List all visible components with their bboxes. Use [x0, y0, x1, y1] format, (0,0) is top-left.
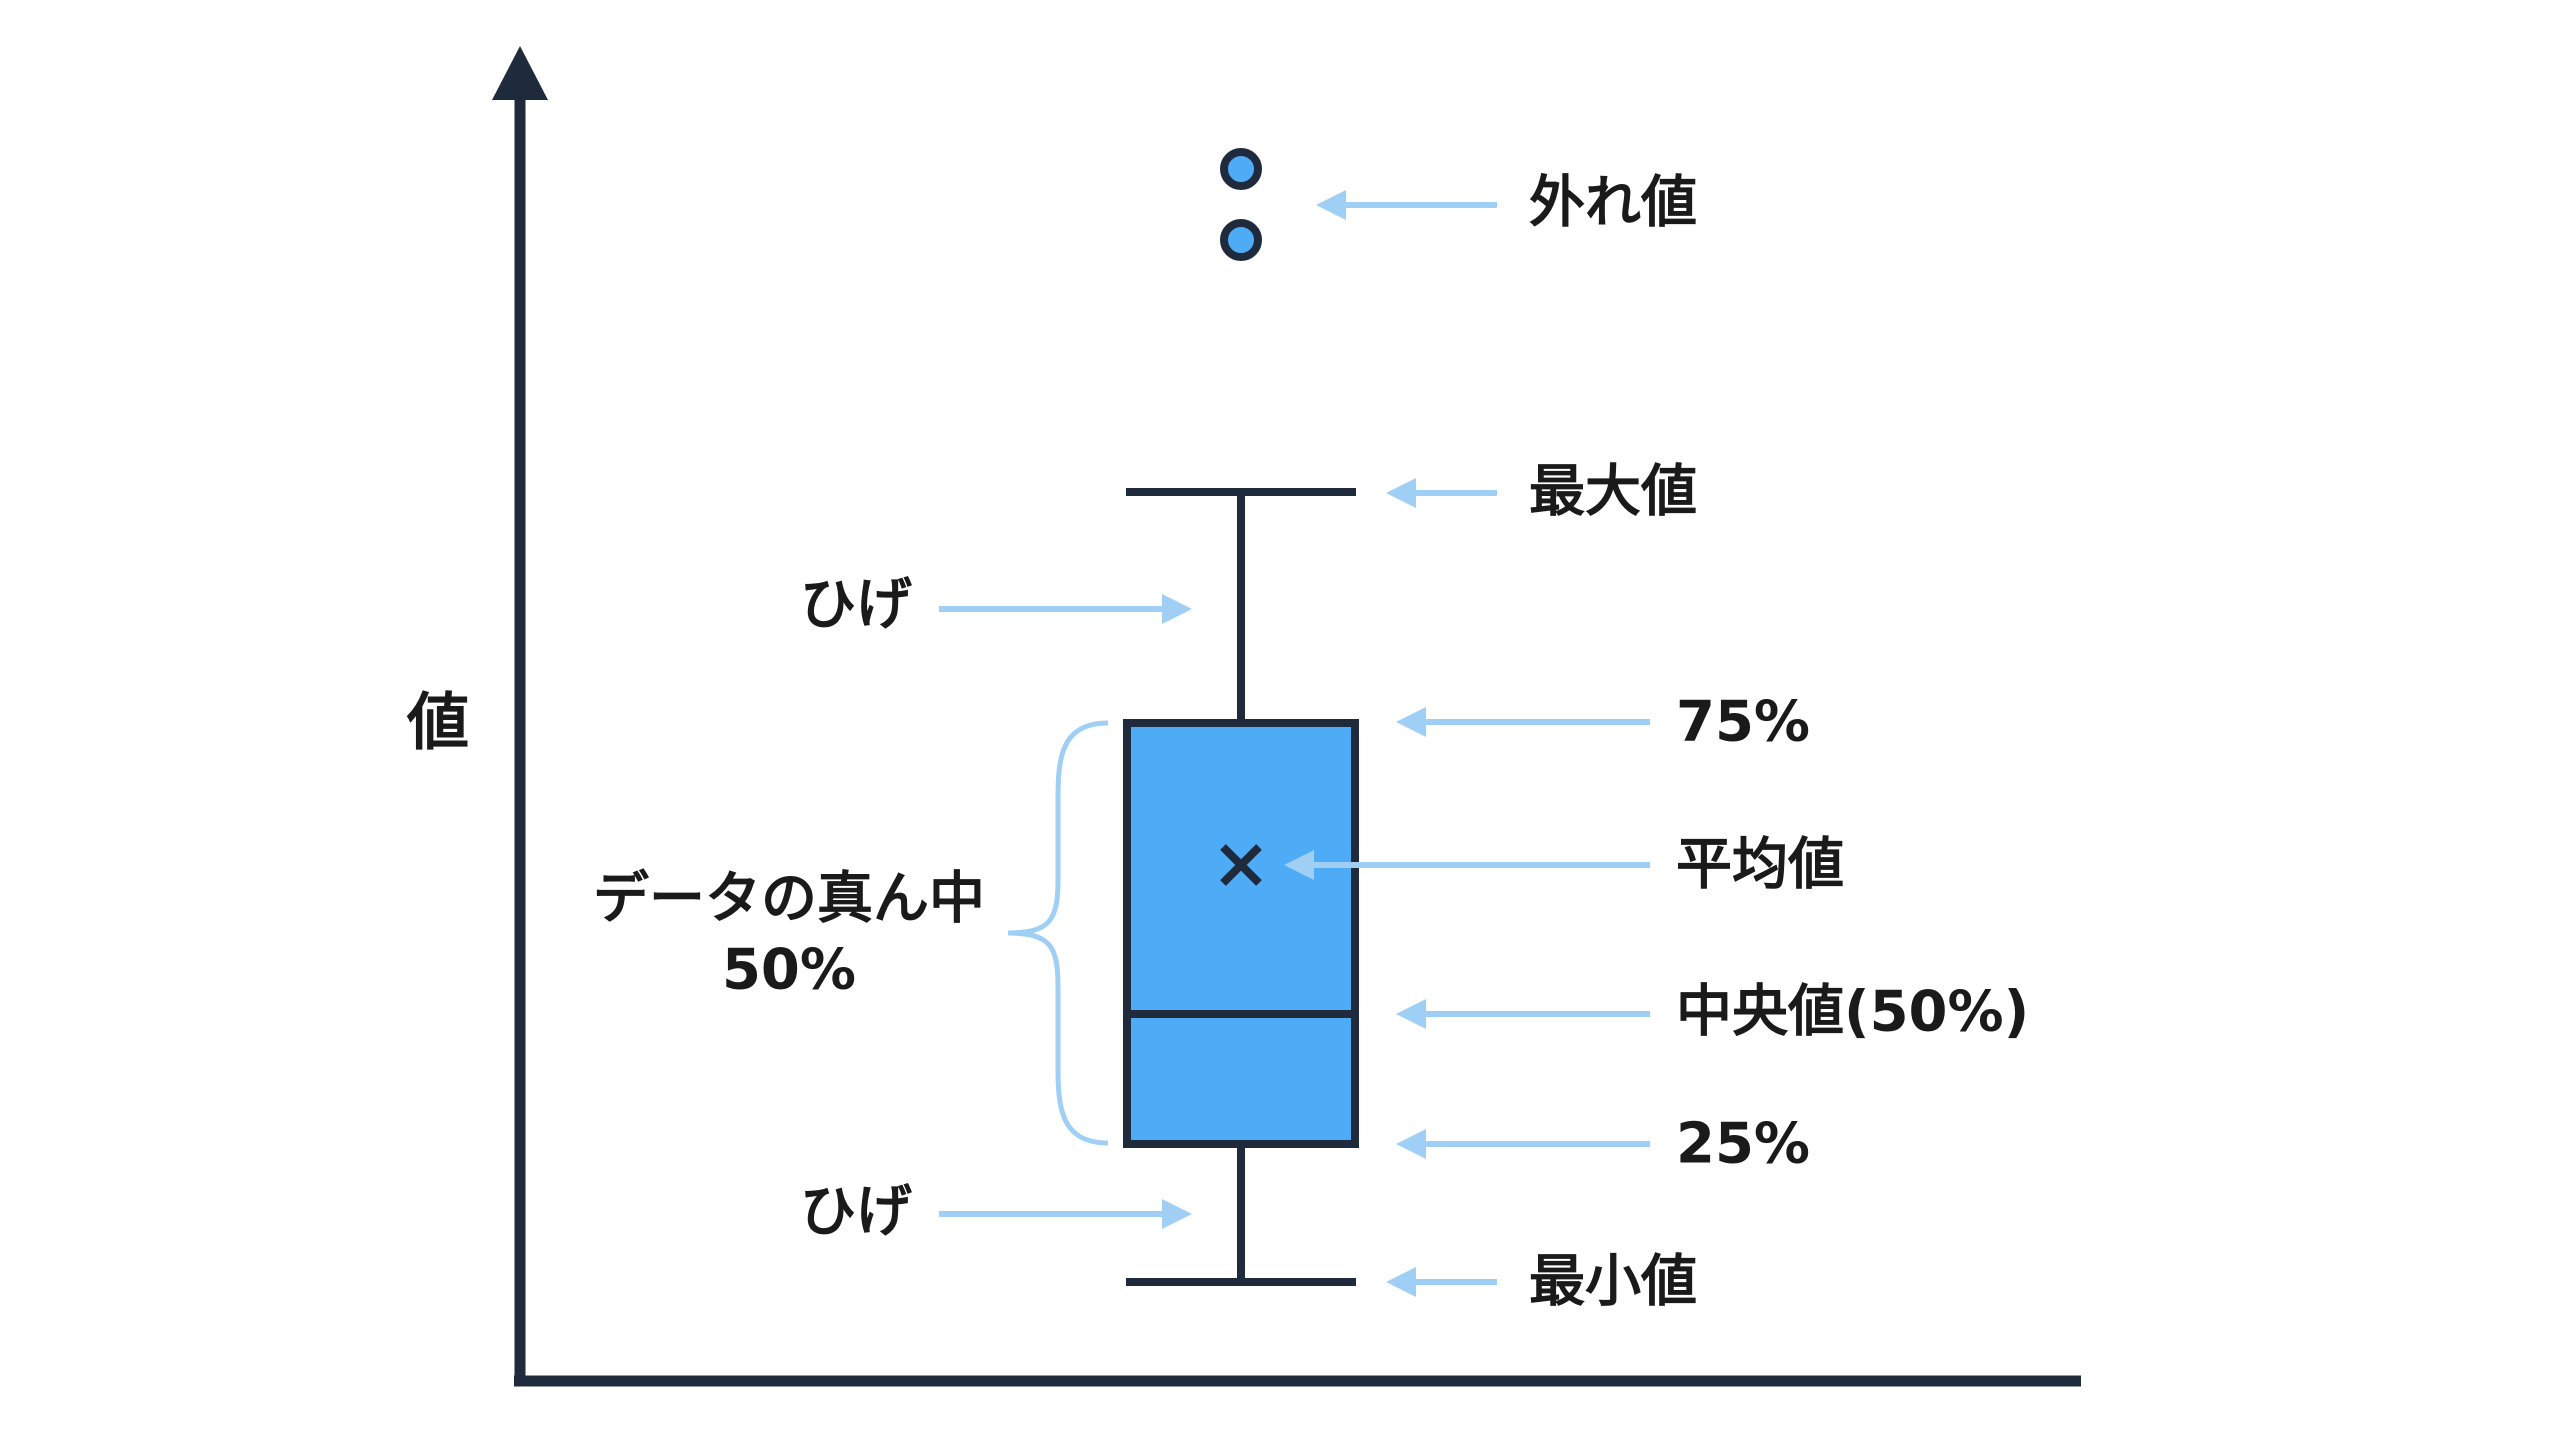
outlier-label: 外れ値: [1529, 171, 1697, 236]
q1-arrow: [1396, 1129, 1650, 1159]
mean-label: 平均値: [1676, 833, 1844, 898]
iqr-box: [1123, 719, 1359, 1148]
middle-50-label-line1: データの真ん中: [593, 867, 985, 932]
mean-marker-icon: [1220, 844, 1262, 886]
upper-whisker-arrow: [939, 594, 1192, 624]
min-arrow: [1386, 1267, 1497, 1297]
middle-50-brace: [1007, 720, 1109, 1146]
q3-arrow: [1396, 707, 1650, 737]
middle-50-label-line2: 50%: [722, 938, 856, 1003]
min-label: 最小値: [1529, 1250, 1697, 1315]
q1-label: 25%: [1676, 1112, 1810, 1177]
lower-whisker-label: ひげ: [800, 1180, 912, 1245]
outlier-arrow: [1316, 190, 1497, 220]
outlier-point: [1220, 219, 1262, 261]
median-label: 中央値(50%): [1676, 980, 2029, 1045]
max-arrow: [1386, 478, 1497, 508]
y-axis-label: 値: [406, 686, 469, 759]
outlier-point: [1220, 148, 1262, 190]
q3-label: 75%: [1676, 690, 1810, 755]
max-label: 最大値: [1529, 460, 1697, 525]
mean-arrow: [1284, 850, 1650, 880]
y-axis-arrow-icon: [492, 46, 548, 100]
median-arrow: [1396, 999, 1650, 1029]
upper-whisker-label: ひげ: [800, 573, 912, 638]
lower-whisker-arrow: [939, 1199, 1192, 1229]
